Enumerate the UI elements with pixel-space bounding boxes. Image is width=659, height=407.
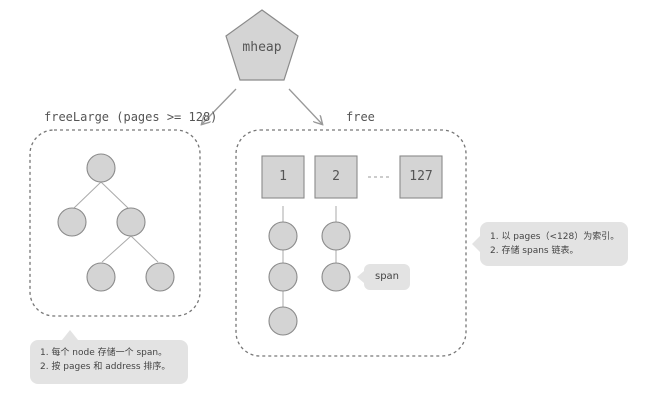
span-node xyxy=(268,221,298,251)
span-node xyxy=(321,221,351,251)
free-box-127-label: 127 xyxy=(409,169,433,184)
right-note: 1. 以 pages（<128）为索引。 2. 存储 spans 链表。 xyxy=(480,222,628,266)
left-note-line-1: 1. 每个 node 存储一个 span。 xyxy=(40,348,168,358)
tree-node xyxy=(57,207,87,237)
free-title: free xyxy=(346,110,375,124)
arrow-to-free xyxy=(288,88,322,124)
right-note-line-2: 2. 存储 spans 链表。 xyxy=(490,246,579,256)
tree-node xyxy=(116,207,146,237)
tree-edges xyxy=(73,181,159,263)
right-note-pointer xyxy=(472,236,480,252)
free-box-127 xyxy=(399,155,443,199)
free-box-1 xyxy=(261,155,305,199)
freelarge-title: freeLarge (pages >= 128) xyxy=(44,110,218,124)
left-note: 1. 每个 node 存储一个 span。 2. 按 pages 和 addre… xyxy=(30,340,188,384)
arrow-to-freelarge xyxy=(202,88,237,124)
span-tag-pointer xyxy=(357,271,364,283)
free-box-2 xyxy=(314,155,358,199)
free-box-2-label: 2 xyxy=(332,169,340,184)
free-box-1-label: 1 xyxy=(279,169,287,184)
right-note-line-1: 1. 以 pages（<128）为索引。 xyxy=(490,232,620,242)
left-note-pointer xyxy=(62,330,78,340)
mheap-label: mheap xyxy=(242,40,282,55)
span-node xyxy=(268,262,298,292)
free-container xyxy=(235,129,467,357)
mheap-pentagon xyxy=(225,9,299,81)
tree-node xyxy=(86,262,116,292)
span-chain-edges xyxy=(282,206,337,307)
tree-node-root xyxy=(86,153,116,183)
tree-node xyxy=(145,262,175,292)
freelarge-container xyxy=(29,129,201,317)
span-tag: span xyxy=(364,264,410,290)
span-node xyxy=(321,262,351,292)
span-node xyxy=(268,306,298,336)
left-note-line-2: 2. 按 pages 和 address 排序。 xyxy=(40,362,171,372)
